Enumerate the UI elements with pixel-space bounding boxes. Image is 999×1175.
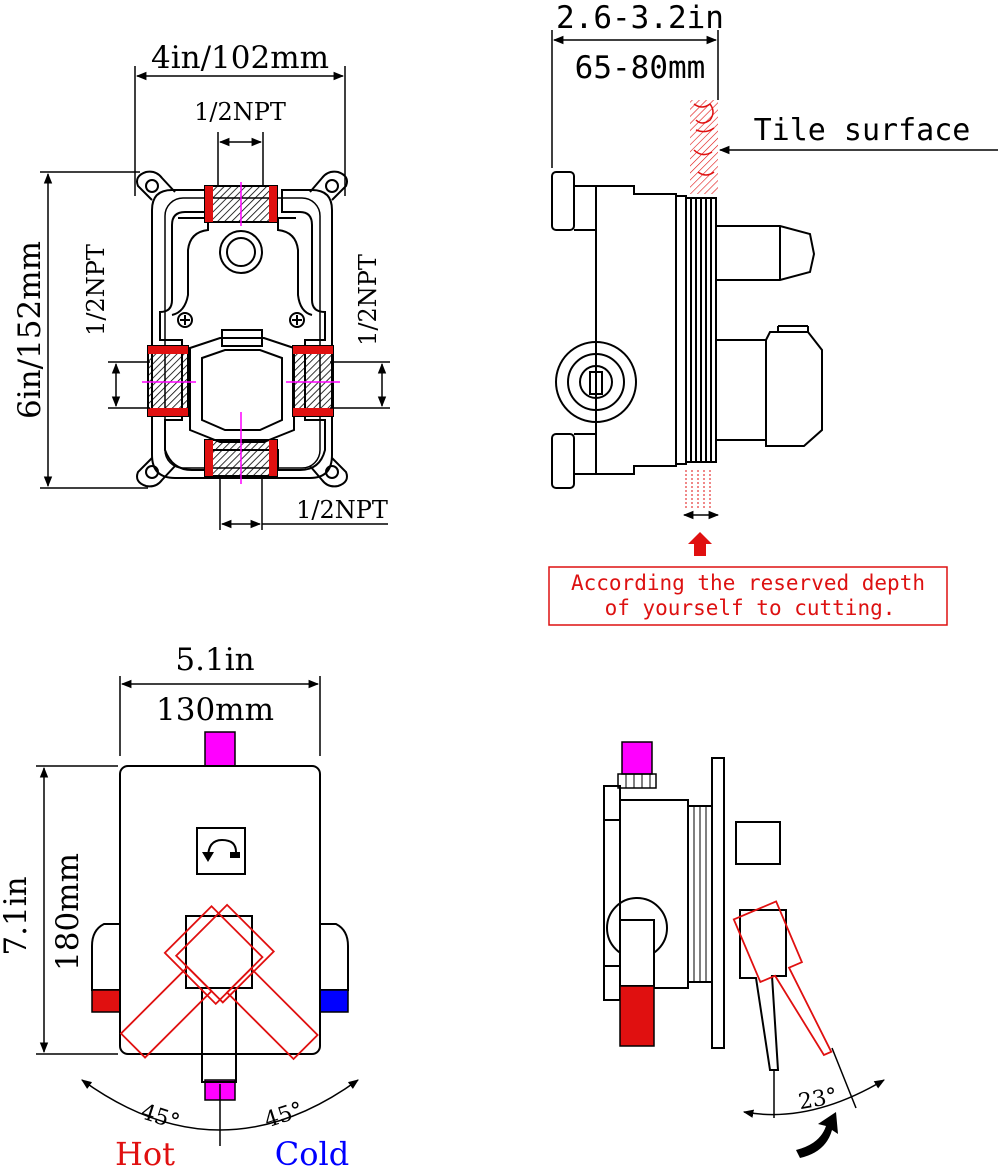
width-label: 4in/102mm <box>151 40 329 76</box>
rotate-arrow-icon <box>796 1112 838 1158</box>
height-label: 6in/152mm <box>12 241 48 419</box>
trim-front-view <box>81 731 359 1146</box>
front-view-dimensions <box>40 66 390 530</box>
hot-label: Hot <box>115 1135 175 1170</box>
cold-label: Cold <box>275 1135 349 1170</box>
tile-surface <box>685 100 718 510</box>
trim-height-in-label: 7.1in <box>0 876 34 955</box>
tilt-angle-label: 23° <box>797 1084 840 1115</box>
cut-arrow-icon <box>688 532 712 556</box>
angle-left-label: 45° <box>138 1100 183 1136</box>
depth-mm-label: 65-80mm <box>575 50 706 86</box>
right-port-label: 1/2NPT <box>354 254 382 346</box>
trim-dimensions <box>36 676 321 1055</box>
cutting-note-line1: According the reserved depth <box>571 571 925 595</box>
trim-width-mm-label: 130mm <box>156 692 274 728</box>
depth-in-label: 2.6-3.2in <box>556 0 724 36</box>
front-view-ports <box>142 182 340 484</box>
trim-height-mm-label: 180mm <box>50 853 86 971</box>
side-view-dimensions <box>551 30 998 520</box>
side-view-body <box>551 171 823 489</box>
tile-surface-label: Tile surface <box>754 113 971 148</box>
trim-side-view <box>603 741 885 1158</box>
cutting-note-box <box>548 566 948 626</box>
front-view-body <box>136 170 348 488</box>
top-port-label: 1/2NPT <box>194 98 286 126</box>
cutting-note-line2: of yourself to cutting. <box>605 596 896 620</box>
left-port-label: 1/2NPT <box>82 244 110 336</box>
angle-right-label: 45° <box>261 1098 306 1134</box>
bottom-port-label: 1/2NPT <box>296 496 388 524</box>
trim-width-in-label: 5.1in <box>175 642 254 678</box>
